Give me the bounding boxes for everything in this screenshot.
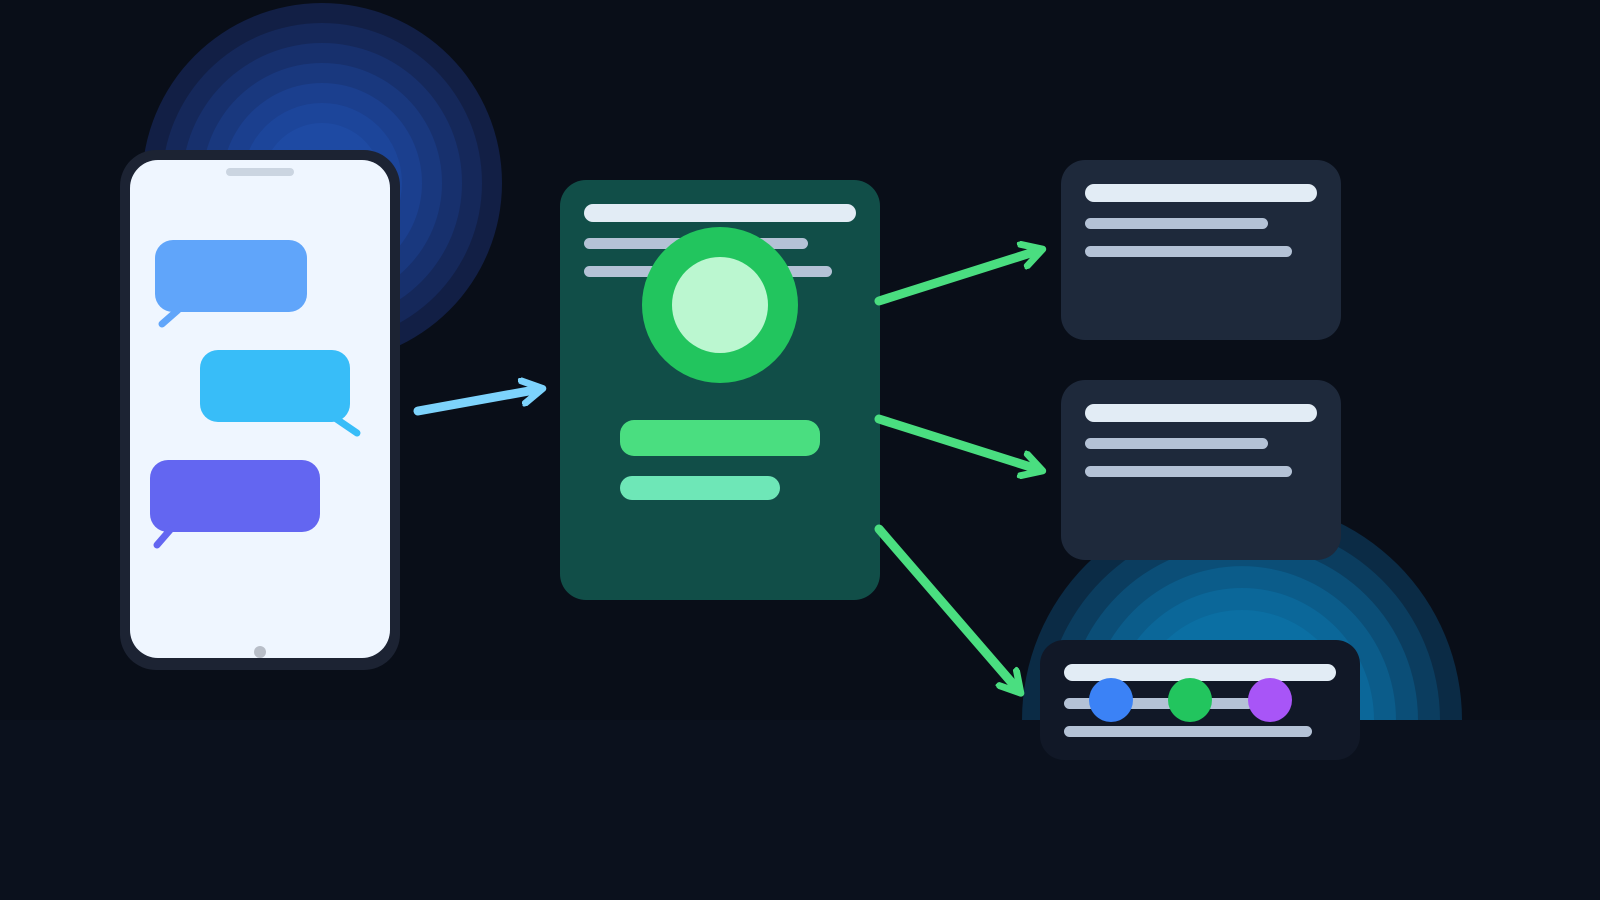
output-card-text-line [1085,218,1268,229]
processor-bar-secondary [620,476,780,500]
phone-home-dot [254,646,266,658]
output-card-title-line [1085,184,1317,202]
floor-band [0,720,1600,900]
document-card-icon [1061,380,1341,560]
output-card-title-line [1085,404,1317,422]
processor-bar-primary [620,420,820,456]
output-card-title-line [1064,664,1336,681]
output-card-text-line [1085,466,1292,477]
output-card-text-line [1064,726,1312,737]
phone-speaker [226,168,294,176]
output-arrow-middle [874,414,1040,470]
processing-node-icon [560,180,880,600]
status-dot-purple [1248,678,1292,722]
document-card-icon [1061,160,1341,340]
output-arrow-bottom [874,524,1019,691]
chat-bubble-icon [150,460,320,549]
processor-core [672,257,768,353]
output-card-text-line [1085,438,1268,449]
smartphone-icon [120,150,400,670]
status-dot-blue [1089,678,1133,722]
document-card-icon [1040,640,1360,760]
chat-bubble-icon [155,240,307,328]
input-arrow [413,389,540,416]
output-arrow-top [874,250,1040,306]
chat-bubble-icon [200,350,361,437]
output-card-text-line [1085,246,1292,257]
processor-title-line [584,204,856,222]
status-dot-green [1168,678,1212,722]
